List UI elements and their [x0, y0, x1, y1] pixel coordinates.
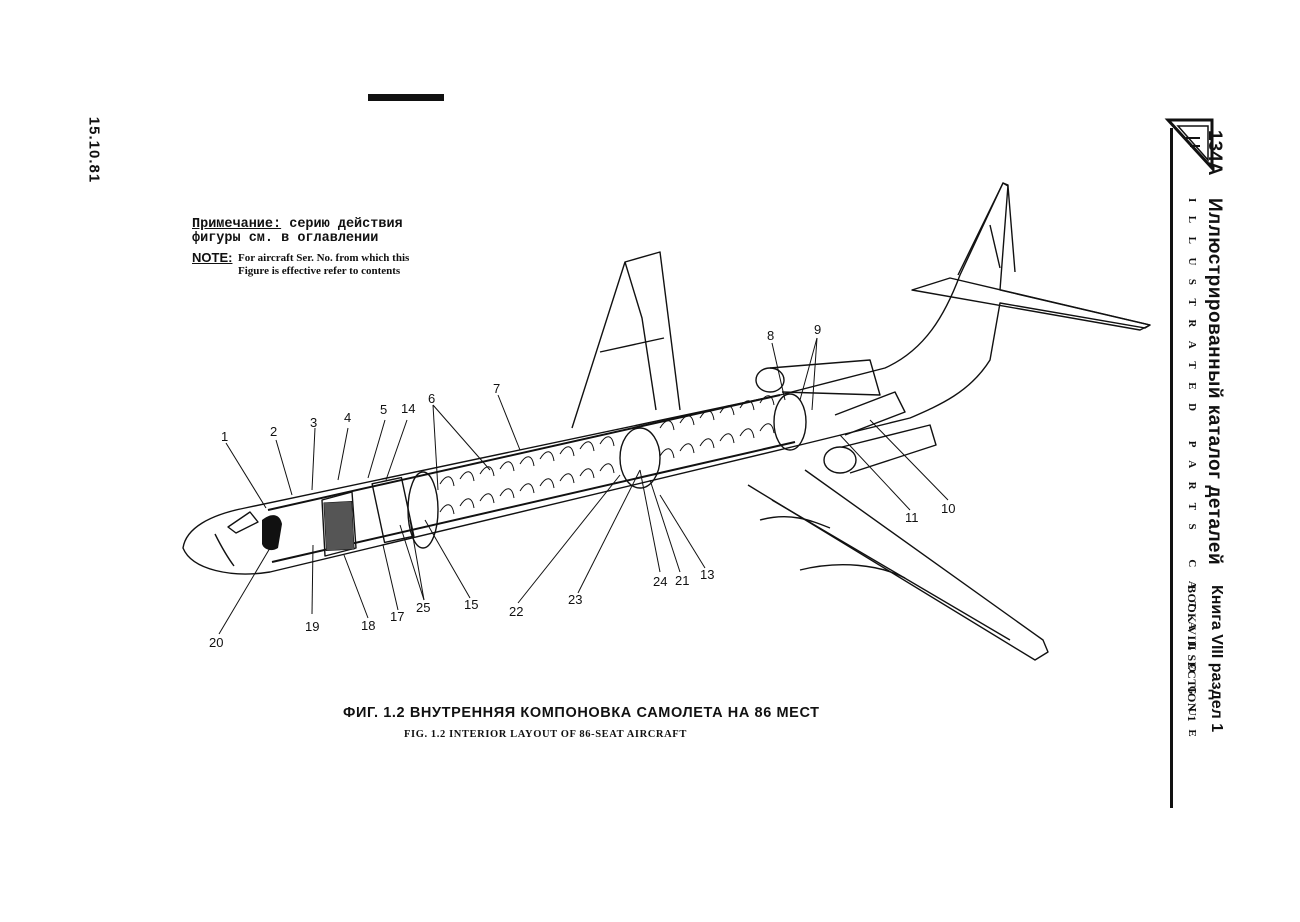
- near-wing: [747, 469, 1049, 661]
- note-ru-text1: серию действия: [289, 217, 403, 232]
- header-rule: [1170, 128, 1173, 808]
- note-en-text: For aircraft Ser. No. from which this Fi…: [238, 252, 410, 277]
- note-russian: Примечание: серию действия фигуры см. в …: [192, 218, 403, 246]
- cockpit-window: [227, 511, 259, 534]
- callout-21: 21: [675, 573, 689, 588]
- cabin-divider-rear: [773, 393, 807, 451]
- galley-area: [371, 476, 415, 544]
- figure-caption-russian: ФИГ. 1.2 ВНУТРЕННЯЯ КОМПОНОВКА САМОЛЕТА …: [343, 705, 820, 721]
- callout-3: 3: [310, 415, 317, 430]
- horizontal-stabilizer: [911, 277, 1151, 331]
- catalog-title-russian: Иллюстрированный каталог деталей: [1204, 198, 1225, 566]
- callout-15: 15: [464, 597, 478, 612]
- callout-17: 17: [390, 609, 404, 624]
- callout-10: 10: [941, 501, 955, 516]
- figure-caption-english: FIG. 1.2 INTERIOR LAYOUT OF 86-SEAT AIRC…: [404, 729, 687, 740]
- callout-22: 22: [509, 604, 523, 619]
- callout-2: 2: [270, 424, 277, 439]
- applicability-note: Примечание: серию действия фигуры см. в …: [192, 218, 409, 292]
- forward-lavatory: [323, 500, 355, 552]
- callout-7: 7: [493, 381, 500, 396]
- aircraft-model: 134А: [1204, 130, 1225, 176]
- manufacturer-logo: [1164, 118, 1214, 172]
- callout-13: 13: [700, 567, 714, 582]
- callout-20: 20: [209, 635, 223, 650]
- passenger-seats: [439, 395, 775, 515]
- book-section-russian: Книга VIII раздел 1: [1208, 585, 1225, 733]
- vertical-tail: [957, 182, 1016, 276]
- callout-9: 9: [814, 322, 821, 337]
- callout-14: 14: [401, 401, 415, 416]
- callout-19: 19: [305, 619, 319, 634]
- callout-23: 23: [568, 592, 582, 607]
- book-section-english: BOOK VIII SECTION 1: [1185, 585, 1199, 722]
- header-rule-mark: [368, 94, 444, 101]
- note-en-label: NOTE:: [192, 250, 233, 265]
- note-ru-label: Примечание:: [192, 217, 282, 232]
- nose-cone: [214, 533, 235, 567]
- cabin-divider-mid: [619, 427, 661, 489]
- far-wing: [571, 251, 681, 429]
- note-ru-text2: фигуры см. в оглавлении: [192, 231, 379, 246]
- engine-upper: [755, 367, 785, 393]
- callout-6: 6: [428, 391, 435, 406]
- callout-24: 24: [653, 574, 667, 589]
- forward-door: [321, 491, 357, 557]
- callout-18: 18: [361, 618, 375, 633]
- cockpit-crew-seat: [262, 515, 282, 551]
- callout-5: 5: [380, 402, 387, 417]
- callout-1: 1: [221, 429, 228, 444]
- callout-4: 4: [344, 410, 351, 425]
- engine-lower: [823, 446, 857, 474]
- callout-11: 11: [905, 510, 919, 525]
- callout-8: 8: [767, 328, 774, 343]
- note-english: NOTE: For aircraft Ser. No. from which t…: [192, 250, 409, 292]
- callout-25: 25: [416, 600, 430, 615]
